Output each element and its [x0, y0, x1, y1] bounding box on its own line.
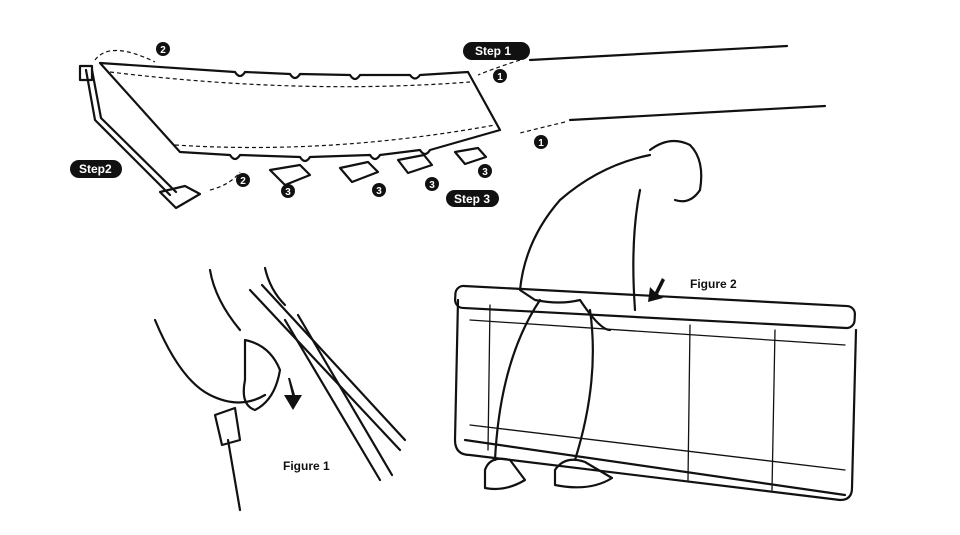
marker-3-a: 3 [281, 184, 295, 198]
svg-text:3: 3 [285, 187, 291, 198]
svg-text:1: 1 [497, 72, 503, 83]
svg-text:3: 3 [376, 186, 382, 197]
svg-text:2: 2 [240, 176, 246, 187]
figure2-caption: Figure 2 [690, 277, 737, 291]
svg-text:Step 1: Step 1 [475, 44, 511, 58]
svg-text:2: 2 [160, 45, 166, 56]
svg-text:Step 3: Step 3 [454, 192, 490, 206]
figure2-person [483, 139, 703, 491]
marker-1-top: 1 [493, 69, 507, 83]
figure2-cot [453, 284, 858, 502]
step2-badge: Step2 [70, 160, 122, 178]
svg-text:1: 1 [538, 138, 544, 149]
frame-pole [78, 64, 202, 210]
step3-badge: Step 3 [446, 190, 499, 207]
cot-fabric [94, 49, 502, 191]
marker-2-bottom: 2 [236, 173, 250, 187]
marker-1-bottom: 1 [534, 135, 548, 149]
marker-2-top: 2 [156, 42, 170, 56]
marker-3-d: 3 [478, 164, 492, 178]
svg-text:3: 3 [482, 167, 488, 178]
figure1-illustration [153, 266, 407, 512]
marker-3-c: 3 [425, 177, 439, 191]
step1-badge: Step 1 [463, 42, 530, 60]
step1-guide-lines [477, 44, 827, 134]
marker-3-b: 3 [372, 183, 386, 197]
svg-text:3: 3 [429, 180, 435, 191]
leg-clips [268, 146, 488, 187]
svg-text:Step2: Step2 [79, 162, 112, 176]
figure1-caption: Figure 1 [283, 459, 330, 473]
